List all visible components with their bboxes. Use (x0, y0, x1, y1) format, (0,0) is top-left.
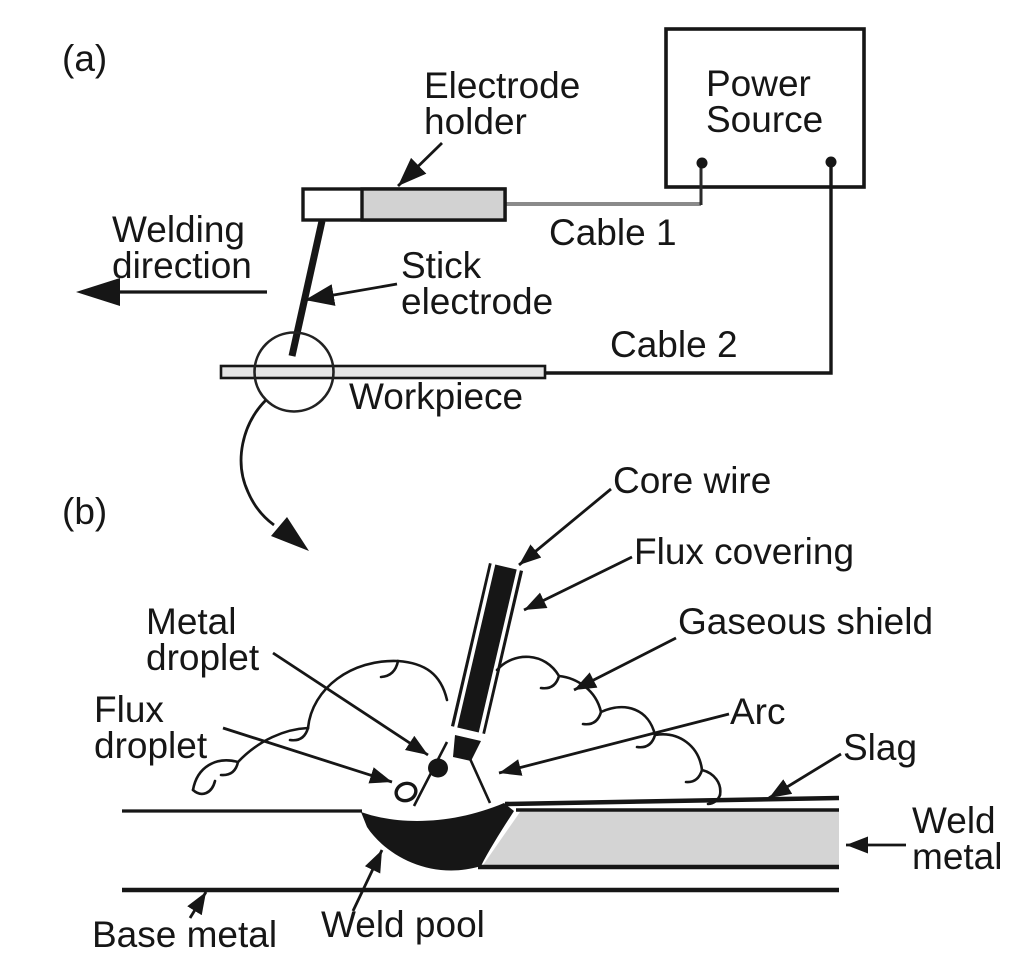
electrode-holder-leader (397, 141, 443, 188)
power-terminal-left-dot (696, 157, 708, 169)
welding-direction-arrowhead (76, 278, 120, 306)
weld-pool-label: Weld pool (321, 904, 485, 945)
workpiece-bar (219, 364, 547, 380)
base-metal-leader (187, 891, 208, 919)
base-metal-label: Base metal (92, 914, 278, 955)
electrode-holder-grip (360, 187, 507, 222)
flux-covering-label: Flux covering (634, 531, 855, 572)
arc-leader (498, 712, 730, 776)
panel-b-leaders (187, 487, 906, 919)
arc-right-edge (460, 740, 492, 804)
slag-leader (768, 752, 842, 800)
metal-droplet-label: Metal droplet (146, 601, 260, 678)
flux-droplet-leader (222, 726, 393, 784)
flux-covering-leader (523, 555, 633, 612)
electrode-holder-label: Electrode holder (424, 65, 581, 142)
welding-direction-label: Welding direction (112, 209, 252, 286)
weld-metal-label: Weld metal (912, 800, 1003, 877)
detail-curved-arrow (239, 399, 275, 527)
weld-pool-leader (351, 849, 384, 912)
weld-metal-region (481, 810, 839, 868)
power-source-label: Power Source (706, 63, 824, 140)
panel-a-tag: (a) (62, 38, 108, 79)
gaseous-shield-label: Gaseous shield (678, 601, 934, 642)
flux-droplet-circle (394, 781, 418, 803)
metal-droplet-leader (272, 651, 429, 757)
electrode-core-wire (457, 564, 517, 733)
detail-circle (253, 331, 335, 413)
slag-line (504, 795, 840, 807)
panel-b-tag: (b) (62, 491, 108, 532)
slag-label: Slag (843, 727, 918, 768)
flux-droplet-label: Flux droplet (94, 689, 208, 766)
detail-curved-arrowhead (271, 517, 309, 551)
power-terminal-right-dot (825, 156, 837, 168)
core-wire-leader (518, 487, 612, 567)
electrode-core-tip (453, 735, 481, 761)
metal-droplet-dot (428, 758, 448, 778)
cable-2-line (546, 166, 833, 375)
workpiece-label: Workpiece (349, 376, 524, 417)
gaseous-shield-cloud-left (191, 659, 449, 796)
core-wire-label: Core wire (613, 460, 772, 501)
stick-electrode-leader (304, 282, 398, 306)
cable-1-label: Cable 1 (549, 212, 677, 253)
cable-2-label: Cable 2 (610, 324, 738, 365)
arc-label: Arc (730, 691, 786, 732)
weld-pool-shape (361, 803, 514, 871)
gaseous-shield-cloud-right (495, 655, 722, 806)
stick-electrode-label: Stick electrode (401, 245, 554, 322)
gaseous-shield-leader (573, 636, 677, 692)
